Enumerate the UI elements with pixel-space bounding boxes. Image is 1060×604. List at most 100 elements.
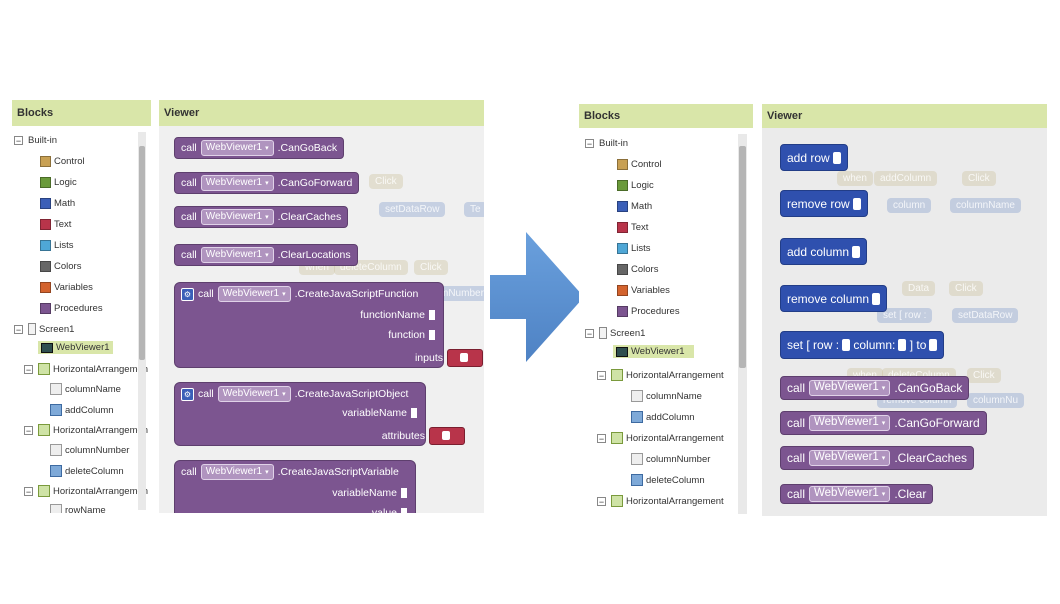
tree-item-procedures[interactable]: Procedures xyxy=(617,306,680,317)
component-dropdown[interactable]: WebViewer1▾ xyxy=(809,415,891,431)
arrangement-icon xyxy=(38,363,50,375)
component-dropdown[interactable]: WebViewer1▾ xyxy=(217,386,291,402)
collapse-icon[interactable]: − xyxy=(24,486,33,497)
collapse-icon[interactable]: − xyxy=(14,324,23,335)
ghost-setter-block: set [ row : xyxy=(877,308,933,323)
tree-item-math[interactable]: Math xyxy=(617,201,652,212)
blocks-viewer[interactable]: when addColumn Click column columnName D… xyxy=(762,128,1047,516)
tree-item-colors[interactable]: Colors xyxy=(40,261,81,272)
block-add-column[interactable]: add column xyxy=(780,238,868,265)
colors-color-icon xyxy=(40,261,51,272)
collapse-icon[interactable]: − xyxy=(597,496,606,507)
arrangement-icon xyxy=(611,432,623,444)
component-dropdown[interactable]: WebViewer1▾ xyxy=(200,209,274,225)
tree-item-procedures[interactable]: Procedures xyxy=(40,303,103,314)
tree-item-colors[interactable]: Colors xyxy=(617,264,658,275)
method-name: .ClearCaches xyxy=(894,451,968,465)
component-dropdown[interactable]: WebViewer1▾ xyxy=(809,486,891,502)
tree-item-variables[interactable]: Variables xyxy=(617,285,670,296)
screen-icon xyxy=(28,323,36,335)
tree-scrollbar[interactable] xyxy=(138,132,146,510)
tree-item-screen1[interactable]: −Screen1 xyxy=(585,327,646,339)
arg-socket: variableName xyxy=(332,487,407,499)
tree-item-built-in[interactable]: −Built-in xyxy=(14,135,58,146)
tree-item-horizontal-arrangement[interactable]: −HorizontalArrangement xyxy=(597,495,724,507)
blocks-viewer[interactable]: Click setDataRow Te when deleteColumn Cl… xyxy=(159,126,484,513)
tree-item-addcolumn[interactable]: addColumn xyxy=(50,404,114,416)
create-empty-list-block[interactable] xyxy=(429,427,465,445)
tree-item-text[interactable]: Text xyxy=(617,222,648,233)
tree-item-horizontal-arrangement[interactable]: −HorizontalArrangemen xyxy=(24,485,149,497)
collapse-icon[interactable]: − xyxy=(597,433,606,444)
tree-item-columnnumber[interactable]: columnNumber xyxy=(631,453,710,465)
component-dropdown[interactable]: WebViewer1▾ xyxy=(200,140,274,156)
block-create-javascript-object[interactable]: ⚙ call WebViewer1▾ .CreateJavaScriptObje… xyxy=(174,382,465,446)
collapse-icon[interactable]: − xyxy=(24,425,33,436)
tree-item-variables[interactable]: Variables xyxy=(40,282,93,293)
tree-item-horizontal-arrangement[interactable]: −HorizontalArrangement xyxy=(597,369,724,381)
arg-socket: attributes xyxy=(382,427,465,445)
tree-item-columnnumber[interactable]: columnNumber xyxy=(50,444,129,456)
block-call-clearlocations[interactable]: call WebViewer1▾ .ClearLocations xyxy=(174,244,358,266)
tree-item-rowname[interactable]: rowName xyxy=(50,504,106,513)
tree-item-text[interactable]: Text xyxy=(40,219,71,230)
block-keyword: call xyxy=(181,466,197,478)
tree-item-deletecolumn[interactable]: deleteColumn xyxy=(50,465,124,477)
block-call-cangoback[interactable]: call WebViewer1▾ .CanGoBack xyxy=(174,137,345,159)
tree-item-webviewer1[interactable]: WebViewer1 xyxy=(38,341,113,354)
scrollbar-thumb[interactable] xyxy=(139,146,145,360)
collapse-icon[interactable]: − xyxy=(24,364,33,375)
ghost-setter-block: column xyxy=(887,198,932,213)
block-remove-row[interactable]: remove row xyxy=(780,190,868,217)
collapse-icon[interactable]: − xyxy=(585,328,594,339)
block-remove-column[interactable]: remove column xyxy=(780,285,888,312)
block-call-clear-truncated[interactable]: call WebViewer1▾ .Clear xyxy=(780,484,934,504)
tree-item-horizontal-arrangement[interactable]: −HorizontalArrangemen xyxy=(24,363,149,375)
tree-item-addcolumn[interactable]: addColumn xyxy=(631,411,695,423)
tree-item-built-in[interactable]: −Built-in xyxy=(585,138,629,149)
component-dropdown[interactable]: WebViewer1▾ xyxy=(809,450,891,466)
component-dropdown[interactable]: WebViewer1▾ xyxy=(809,380,891,396)
method-name: .CreateJavaScriptVariable xyxy=(277,466,399,478)
tree-item-lists[interactable]: Lists xyxy=(617,243,651,254)
block-call-cangoforward[interactable]: call WebViewer1▾ .CanGoForward xyxy=(174,172,360,194)
block-keyword: call xyxy=(787,451,806,465)
block-set-cell[interactable]: set [ row : column: ] to xyxy=(780,331,945,359)
tree-item-lists[interactable]: Lists xyxy=(40,240,74,251)
control-color-icon xyxy=(617,159,628,170)
block-call-cangoforward[interactable]: call WebViewer1▾ .CanGoForward xyxy=(780,411,987,435)
component-dropdown[interactable]: WebViewer1▾ xyxy=(200,464,274,480)
block-call-cangoback[interactable]: call WebViewer1▾ .CanGoBack xyxy=(780,376,970,400)
tree-item-logic[interactable]: Logic xyxy=(40,177,77,188)
collapse-icon[interactable]: − xyxy=(597,370,606,381)
component-dropdown[interactable]: WebViewer1▾ xyxy=(200,247,274,263)
block-call-clearcaches[interactable]: call WebViewer1▾ .ClearCaches xyxy=(780,446,975,470)
ghost-setter-block: Te xyxy=(464,202,484,217)
create-empty-list-block[interactable] xyxy=(447,349,483,367)
tree-item-columnname[interactable]: columnName xyxy=(50,383,121,395)
method-name: .CanGoForward xyxy=(277,177,353,189)
tree-item-math[interactable]: Math xyxy=(40,198,75,209)
tree-item-logic[interactable]: Logic xyxy=(617,180,654,191)
component-dropdown[interactable]: WebViewer1▾ xyxy=(217,286,291,302)
tree-item-horizontal-arrangement[interactable]: −HorizontalArrangemen xyxy=(24,424,149,436)
block-create-javascript-variable[interactable]: call WebViewer1▾ .CreateJavaScriptVariab… xyxy=(174,460,416,513)
tree-scrollbar[interactable] xyxy=(738,134,747,514)
tree-item-columnname[interactable]: columnName xyxy=(631,390,702,402)
block-create-javascript-function[interactable]: ⚙ call WebViewer1▾ .CreateJavaScriptFunc… xyxy=(174,282,483,368)
screen-icon xyxy=(599,327,607,339)
block-call-clearcaches[interactable]: call WebViewer1▾ .ClearCaches xyxy=(174,206,349,228)
tree-item-screen1[interactable]: −Screen1 xyxy=(14,323,75,335)
scrollbar-thumb[interactable] xyxy=(739,146,746,368)
collapse-icon[interactable]: − xyxy=(14,136,23,146)
tree-item-horizontal-arrangement[interactable]: −HorizontalArrangement xyxy=(597,432,724,444)
component-dropdown[interactable]: WebViewer1▾ xyxy=(200,175,274,191)
mutator-gear-icon[interactable]: ⚙ xyxy=(181,287,194,301)
collapse-icon[interactable]: − xyxy=(585,139,594,149)
block-add-row[interactable]: add row xyxy=(780,144,848,171)
tree-item-webviewer1[interactable]: WebViewer1 xyxy=(613,345,694,358)
tree-item-deletecolumn[interactable]: deleteColumn xyxy=(631,474,705,486)
mutator-gear-icon[interactable]: ⚙ xyxy=(181,387,194,401)
tree-item-control[interactable]: Control xyxy=(40,156,85,167)
tree-item-control[interactable]: Control xyxy=(617,159,662,170)
